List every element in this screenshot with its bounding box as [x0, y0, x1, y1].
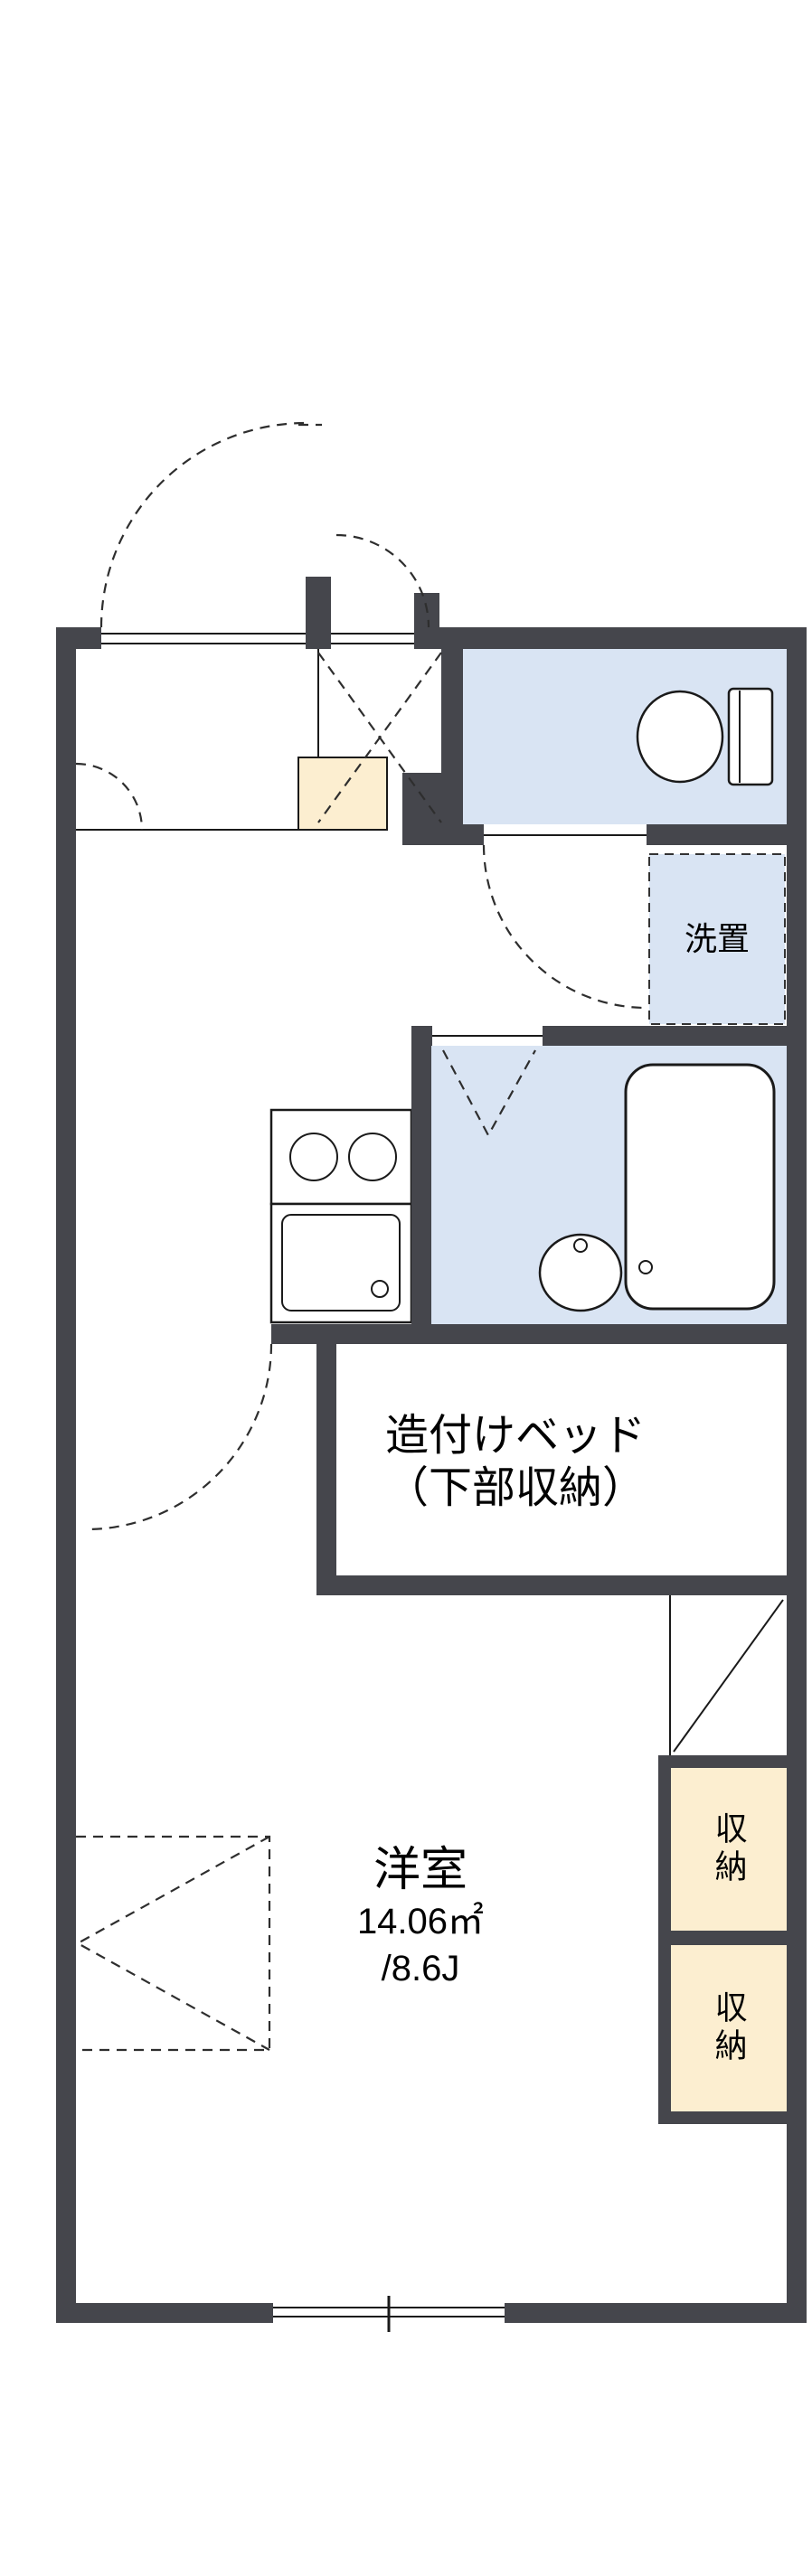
door-swing-arc — [335, 533, 430, 628]
wall-bed-left — [316, 1344, 336, 1575]
washer-space — [648, 853, 786, 1025]
built-in-bed-line1: 造付けベッド — [384, 1411, 646, 1460]
wall-storage-separator — [658, 2111, 787, 2124]
main-room-name: 洋室 — [373, 1844, 467, 1896]
wall-bath-left — [411, 1026, 431, 1324]
kitchen-sink-icon — [281, 1214, 401, 1312]
washbasin-icon — [538, 1233, 623, 1312]
storage-lower-text: 収納 — [710, 1990, 748, 2066]
wall-below-toilet — [647, 824, 807, 845]
furniture-dashed-outline — [76, 1835, 271, 2052]
wall-bed-bottom — [316, 1575, 807, 1595]
furniture-dashed-diagonals — [75, 1836, 270, 2051]
dashed-marks — [75, 421, 647, 2052]
wall-storage-separator — [658, 1931, 787, 1945]
closet-door-swing-arc — [75, 762, 144, 831]
sink-faucet-icon — [371, 1280, 389, 1298]
fixtures — [269, 687, 776, 1324]
room-door-swing-arc — [85, 1343, 273, 1531]
bathtub-icon — [624, 1063, 776, 1311]
washer-space-label: 洗置 — [684, 920, 750, 958]
wall-top-right — [439, 627, 807, 649]
wall-bath-top — [543, 1026, 807, 1046]
storage-areas — [297, 757, 787, 2111]
built-in-bed-label: 造付けベッド （下部収納） — [307, 1351, 723, 1573]
wall-storage-separator — [658, 1755, 787, 1768]
storage-upper-text: 収納 — [710, 1811, 748, 1887]
bathroom-folding-door-mark — [442, 1049, 536, 1138]
wall-right — [787, 627, 807, 2323]
shelf-diagonal-line — [673, 1599, 784, 1753]
entrance-door-swing-arc — [99, 421, 307, 628]
toilet-tank — [727, 687, 774, 786]
bathtub-drain-icon — [638, 1260, 653, 1274]
walls — [56, 577, 807, 2323]
storage-upper-label: 収納 — [671, 1768, 787, 1931]
washbasin-faucet-icon — [573, 1238, 588, 1253]
genkan-cross-mark — [317, 652, 442, 823]
toilet-icon — [636, 690, 724, 784]
storage-upper — [671, 1768, 787, 1931]
shoe-cabinet — [297, 757, 388, 831]
stove-burner-icon — [348, 1133, 397, 1181]
main-room-label: 洋室 14.06㎡ /8.6J — [231, 1842, 610, 1992]
wall-bottom-right — [505, 2303, 807, 2323]
wall-interior-horizontal — [271, 1324, 807, 1344]
wall-bottom-left — [56, 2303, 273, 2323]
wall-door-stub — [414, 593, 439, 649]
storage-lower-label: 収納 — [671, 1945, 787, 2111]
wall-door-stub — [306, 577, 331, 649]
wall-storage-left — [658, 1755, 671, 2124]
storage-lower — [671, 1945, 787, 2111]
main-room-area-m2: 14.06㎡ — [356, 1902, 485, 1941]
toilet-door-swing-arc — [482, 844, 647, 1010]
wall-left — [56, 627, 76, 2323]
thin-lines — [76, 633, 784, 2332]
built-in-bed-line2: （下部収納） — [384, 1463, 646, 1512]
main-room-area-jo: /8.6J — [381, 1949, 460, 1988]
stove-burner-icon — [289, 1133, 338, 1181]
